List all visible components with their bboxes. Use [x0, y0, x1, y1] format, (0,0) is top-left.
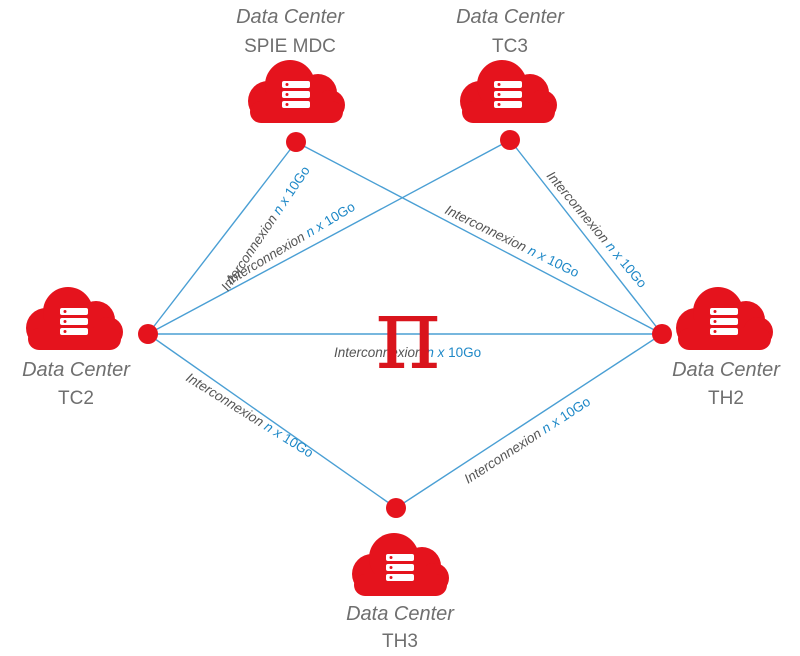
data-center-th2: Data Center TH2	[672, 287, 781, 409]
nodes-layer	[138, 130, 672, 518]
data-center-name: TH3	[382, 631, 418, 652]
link-tc2-spie	[147, 141, 297, 335]
data-center-type-label: Data Center	[236, 6, 345, 28]
link-label-tc2-th2: Interconnexion n x 10Go	[334, 345, 481, 360]
cloud-server-icon	[248, 60, 345, 123]
data-center-tc3: Data Center TC3	[456, 6, 565, 123]
link-spie-th2	[295, 141, 663, 335]
pi-logo: π	[375, 275, 441, 392]
link-label-th3-th2: Interconnexion n x 10Go	[461, 394, 593, 487]
data-center-type-label: Data Center	[456, 6, 565, 28]
link-tc3-th2	[509, 139, 663, 335]
node-tc2	[138, 324, 158, 344]
data-center-th3: Data Center TH3	[346, 533, 455, 652]
data-center-type-label: Data Center	[672, 359, 781, 381]
data-center-type-label: Data Center	[22, 359, 131, 381]
data-center-tc2: Data Center TC2	[22, 287, 131, 409]
link-label-spie-th2: Interconnexion n x 10Go	[443, 202, 582, 280]
link-th3-th2	[395, 333, 663, 509]
cloud-server-icon	[460, 60, 557, 123]
node-th2	[652, 324, 672, 344]
cloud-server-icon	[352, 533, 449, 596]
data-center-name: TC3	[492, 36, 528, 57]
links-layer	[147, 139, 663, 509]
link-label-tc2-tc3: Interconnexion n x 10Go	[224, 199, 358, 288]
link-tc2-th3	[147, 333, 397, 509]
data-center-type-label: Data Center	[346, 603, 455, 625]
data-center-name: TH2	[708, 388, 744, 409]
node-tc3	[500, 130, 520, 150]
cloud-server-icon	[26, 287, 123, 350]
data-center-name: TC2	[58, 388, 94, 409]
data-center-spie-mdc: Data Center SPIE MDC	[236, 6, 345, 123]
link-tc2-tc3	[147, 139, 511, 335]
node-th3	[386, 498, 406, 518]
cloud-server-icon	[676, 287, 773, 350]
data-center-name: SPIE MDC	[244, 36, 336, 57]
node-spie	[286, 132, 306, 152]
link-label-tc2-th3: Interconnexion n x 10Go	[183, 370, 316, 461]
